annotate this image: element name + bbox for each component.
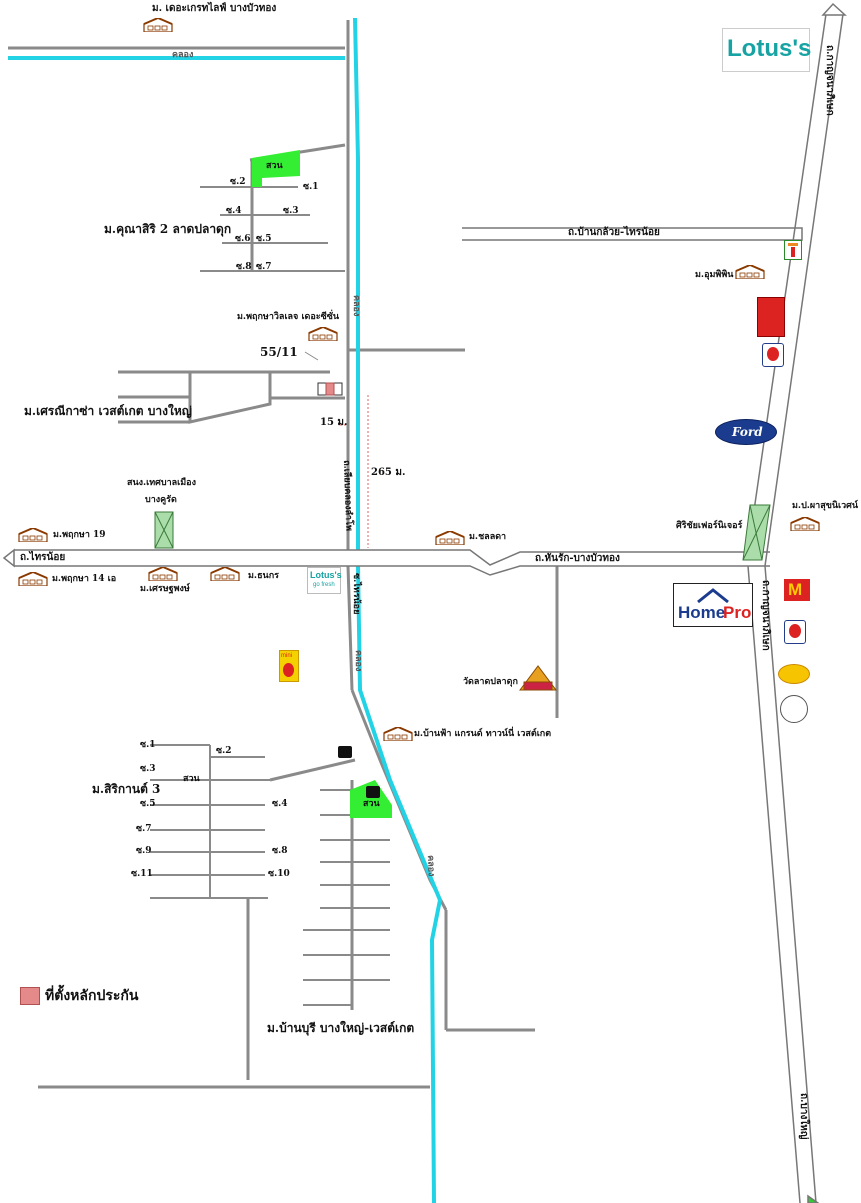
mazda-logo [780, 695, 808, 723]
office-label: บางคูรัด [145, 495, 177, 505]
homepro-text-pro: Pro [723, 603, 752, 622]
village-label: ม.เศรณีกาซ่า เวสต์เกต บางใหญ่ [24, 404, 192, 418]
distance-label: 15 ม. [320, 417, 348, 428]
house-icon [435, 531, 465, 545]
house-icon [308, 327, 338, 341]
road-label: ถ.บางใหญ่ [798, 1093, 809, 1140]
road-label: ถ.กาญจนาภิเษก [824, 45, 835, 116]
canal-label: คลอง [172, 50, 194, 60]
village-label: ม.ป.ผาสุขนิเวศน์ [792, 501, 859, 511]
address-label: 55/11 [260, 345, 298, 359]
soi-label: ซ.2 [216, 746, 232, 756]
soi-label: ซ.11 [131, 869, 153, 879]
canal-label: คลอง [353, 650, 363, 672]
soi-label: ซ.4 [226, 206, 242, 216]
ford-logo-text: Ford [732, 425, 763, 439]
canals [8, 17, 443, 1203]
soi-label: ซ.6 [235, 234, 251, 244]
soi-label: ซ.3 [283, 206, 299, 216]
roads [8, 20, 559, 1089]
soi-label: ซ.9 [136, 846, 152, 856]
red-brand-logo [757, 297, 785, 337]
homepro-text: Home [678, 603, 726, 622]
soi-label: ซ.2 [230, 177, 246, 187]
seven-eleven-logo [784, 240, 802, 260]
soi-label: ซ.4 [272, 799, 288, 809]
house-icon [18, 572, 48, 586]
village-label: ม.พฤกษา 14 เอ [52, 574, 117, 584]
main-road-sainoi [2, 548, 770, 576]
soi-label: ซ.7 [256, 262, 272, 272]
mini-big-c-logo: mini [279, 650, 299, 682]
soi-label: ซ.1 [140, 740, 156, 750]
mini-text: mini [281, 653, 293, 659]
ford-logo: Ford [715, 419, 777, 445]
lotus-go-fresh-logo: Lotus's go fresh [307, 567, 342, 594]
soi-label: ซ.10 [268, 869, 290, 879]
yellow-brand-logo [778, 664, 810, 684]
soi-label: ซ.8 [236, 262, 252, 272]
village-label: ม.บ้านฟ้า แกรนด์ ทาวน์นี่ เวสต์เกต [414, 729, 552, 739]
road-label: ถ.หันรัก-บางบัวทอง [535, 553, 620, 564]
village-label: ม.บ้านบุรี บางใหญ่-เวสต์เกต [267, 1021, 415, 1035]
road-label: ซ.ไทรน้อย [351, 573, 361, 615]
park-label: สวน [363, 799, 380, 809]
canal-label: คลอง [351, 295, 361, 317]
soi-label: ซ.8 [272, 846, 288, 856]
soi-label: ซ.3 [140, 764, 156, 774]
soi-label: ซ.5 [256, 234, 272, 244]
shop-label: ศิริชัยเฟอร์นิเจอร์ [676, 521, 743, 531]
village-label: ม.พฤกษา 19 [53, 530, 106, 540]
park-label: สวน [183, 774, 200, 784]
homepro-logo: Home Pro [673, 583, 753, 627]
road-label: ถ.บ้านกล้วย-ไทรน้อย [568, 227, 660, 238]
distance-marks [340, 395, 369, 548]
lotus-small-text: Lotus's [310, 570, 342, 580]
canal-label: คลอง [425, 854, 436, 877]
house-icon [790, 517, 820, 531]
mcdonalds-logo: M [784, 579, 810, 601]
temple-label: วัดลาดปลาดุก [463, 677, 518, 687]
school-building [154, 504, 771, 561]
ptt-icon [784, 620, 806, 644]
road-label: ถ.เลียบคลองลำโพ [341, 459, 354, 532]
village-label: ม.ชลลดา [469, 532, 507, 542]
lotus-small-subtext: go fresh [313, 582, 335, 588]
village-label: ม.พฤกษาวิลเลจ เดอะซีซั่น [237, 312, 339, 322]
house-icon [143, 18, 173, 32]
soi-label: ซ.7 [136, 824, 152, 834]
road-label: ถ.ไทรน้อย [20, 552, 66, 563]
temple-icon [519, 665, 557, 691]
park-label: สวน [266, 161, 283, 171]
village-label: ม.สิริกานต์ 3 [92, 782, 161, 796]
house-icon [210, 567, 240, 581]
collateral-marker [317, 382, 343, 396]
house-icon [735, 265, 765, 279]
parks [252, 150, 392, 818]
house-icon [383, 727, 413, 741]
road-label: ถ.กาญจนาภิเษก [760, 580, 771, 651]
ptt-icon [762, 343, 784, 367]
soi-label: ซ.1 [303, 182, 319, 192]
village-label: ม.ธนกร [248, 571, 279, 581]
ban-kluai-road [462, 227, 803, 241]
village-label: ม.เศรษฐพงษ์ [140, 584, 190, 594]
village-label: ม. เดอะเกรทไลฟ์ บางบัวทอง [152, 3, 277, 14]
legend-swatch [20, 987, 40, 1005]
distance-label: 265 ม. [371, 467, 406, 478]
kanchanaphisek-road [747, 2, 847, 1203]
legend-label: ที่ตั้งหลักประกัน [45, 988, 139, 1004]
house-icon [18, 528, 48, 542]
village-label: ม.คุณาสิริ 2 ลาดปลาดุก [104, 222, 232, 236]
office-label: สนง.เทศบาลเมือง [127, 478, 196, 488]
village-label: ม.อุมพิพิน [695, 270, 734, 280]
black-icons [338, 746, 380, 798]
lotus-logo-text: Lotus's [727, 35, 812, 62]
soi-label: ซ.5 [140, 799, 156, 809]
lotus-logo: Lotus's [722, 28, 812, 72]
house-icon [148, 567, 178, 581]
